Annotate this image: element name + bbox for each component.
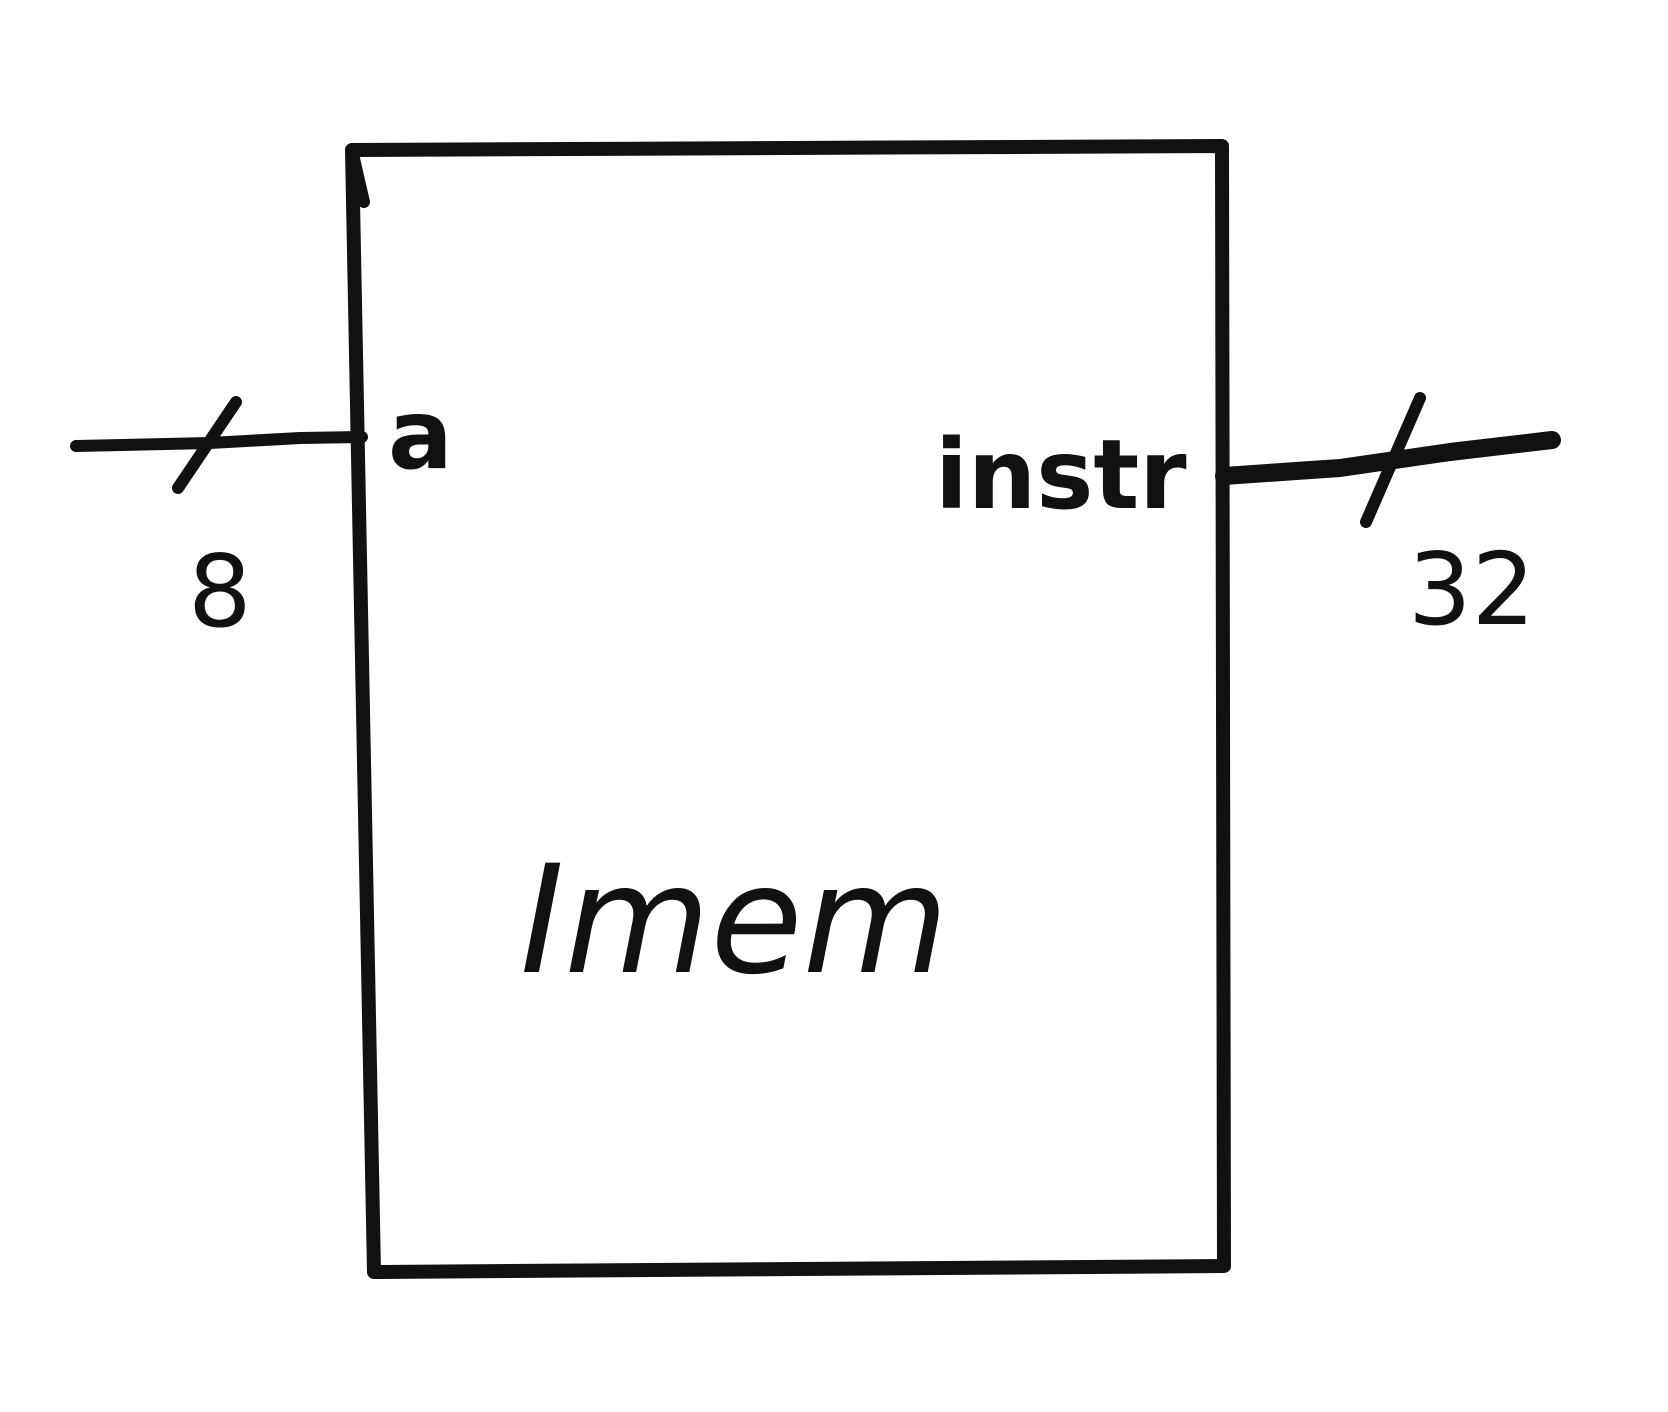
block-corner-tick [346, 144, 370, 208]
input-bus-width-label: 8 [188, 533, 252, 650]
output-bus-slash [1360, 392, 1426, 528]
input-bus-slash [172, 396, 242, 494]
output-port-label: instr [935, 419, 1187, 531]
input-bus-wire [70, 431, 368, 452]
input-port-label: a [388, 379, 453, 491]
output-bus-width-label: 32 [1408, 531, 1535, 648]
imem-block-outline [345, 139, 1231, 1279]
block-name-label: Imem [520, 834, 949, 1008]
